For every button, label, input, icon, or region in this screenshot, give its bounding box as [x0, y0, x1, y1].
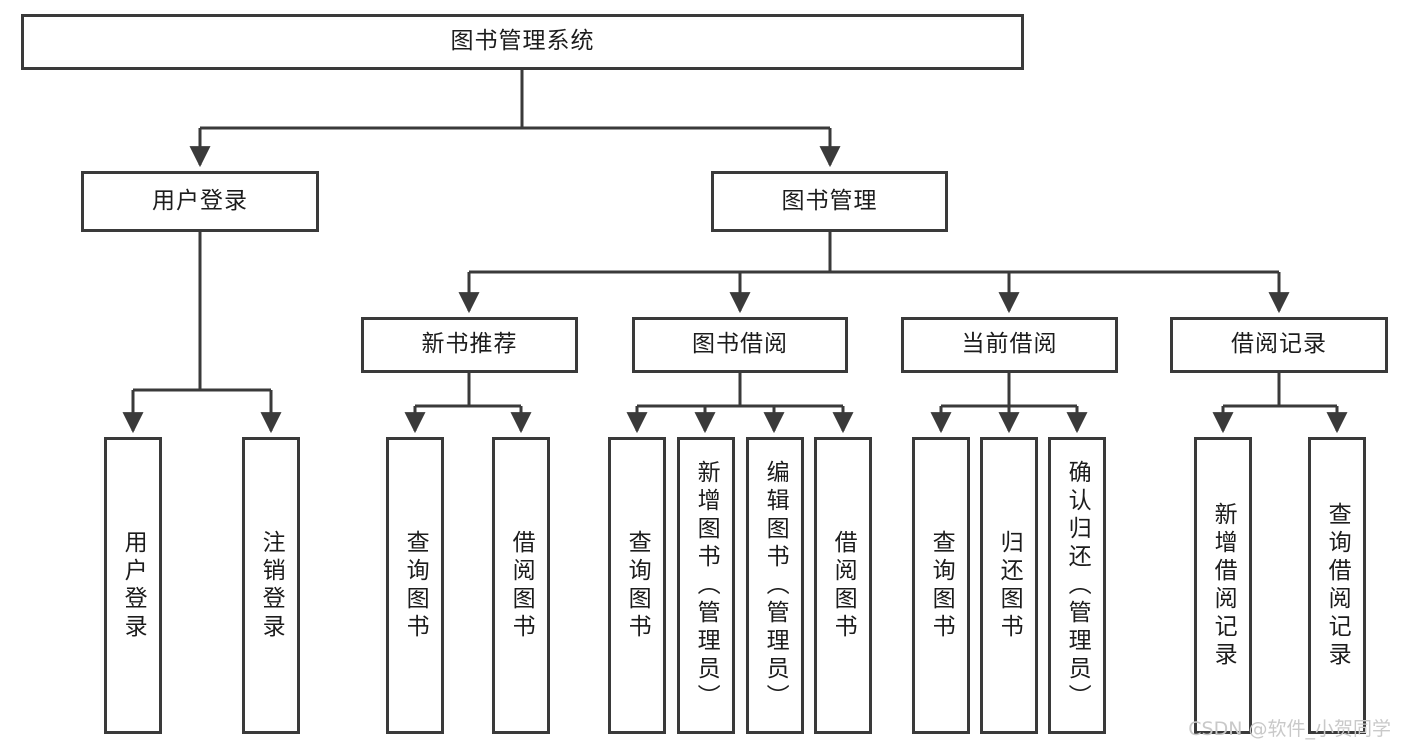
node-book-borrow[interactable]: 图书借阅: [632, 317, 848, 373]
leaf-query-book-new[interactable]: 查询图书: [386, 437, 444, 734]
node-label: 新书推荐: [421, 331, 518, 358]
node-label: 借阅图书: [830, 529, 857, 642]
node-label: 查询图书: [402, 529, 429, 642]
leaf-user-login[interactable]: 用户登录: [104, 437, 162, 734]
node-label: 归还图书: [996, 529, 1023, 642]
leaf-confirm-return-admin[interactable]: 确认归还（管理员）: [1048, 437, 1106, 734]
node-new-book-recommend[interactable]: 新书推荐: [361, 317, 578, 373]
leaf-query-book-current[interactable]: 查询图书: [912, 437, 970, 734]
node-borrow-record[interactable]: 借阅记录: [1170, 317, 1388, 373]
node-label: 注销登录: [258, 529, 285, 642]
node-label: 编辑图书（管理员）: [762, 459, 789, 712]
node-label: 查询借阅记录: [1324, 501, 1351, 670]
leaf-borrow-book-new[interactable]: 借阅图书: [492, 437, 550, 734]
node-current-borrow[interactable]: 当前借阅: [901, 317, 1118, 373]
node-label: 图书管理系统: [450, 28, 595, 55]
node-label: 新增借阅记录: [1210, 501, 1237, 670]
node-book-management[interactable]: 图书管理: [711, 171, 948, 232]
node-label: 新增图书（管理员）: [693, 459, 720, 712]
node-label: 借阅记录: [1231, 331, 1327, 358]
node-label: 查询图书: [624, 529, 651, 642]
node-label: 用户登录: [120, 529, 147, 642]
node-label: 用户登录: [152, 187, 248, 214]
leaf-edit-book-admin[interactable]: 编辑图书（管理员）: [746, 437, 804, 734]
leaf-query-book-borrow[interactable]: 查询图书: [608, 437, 666, 734]
node-label: 确认归还（管理员）: [1064, 459, 1091, 712]
leaf-return-book[interactable]: 归还图书: [980, 437, 1038, 734]
csdn-watermark: CSDN @软件_小贺同学: [1188, 718, 1391, 740]
leaf-query-borrow-record[interactable]: 查询借阅记录: [1308, 437, 1366, 734]
leaf-add-book-admin[interactable]: 新增图书（管理员）: [677, 437, 735, 734]
node-label: 当前借阅: [961, 331, 1058, 358]
leaf-add-borrow-record[interactable]: 新增借阅记录: [1194, 437, 1252, 734]
node-label: 图书管理: [781, 187, 878, 214]
leaf-logout-login[interactable]: 注销登录: [242, 437, 300, 734]
node-user-login[interactable]: 用户登录: [81, 171, 319, 232]
node-label: 借阅图书: [508, 529, 535, 642]
leaf-borrow-book[interactable]: 借阅图书: [814, 437, 872, 734]
node-label: 图书借阅: [692, 331, 788, 358]
node-root-book-management-system[interactable]: 图书管理系统: [21, 14, 1024, 70]
node-label: 查询图书: [928, 529, 955, 642]
